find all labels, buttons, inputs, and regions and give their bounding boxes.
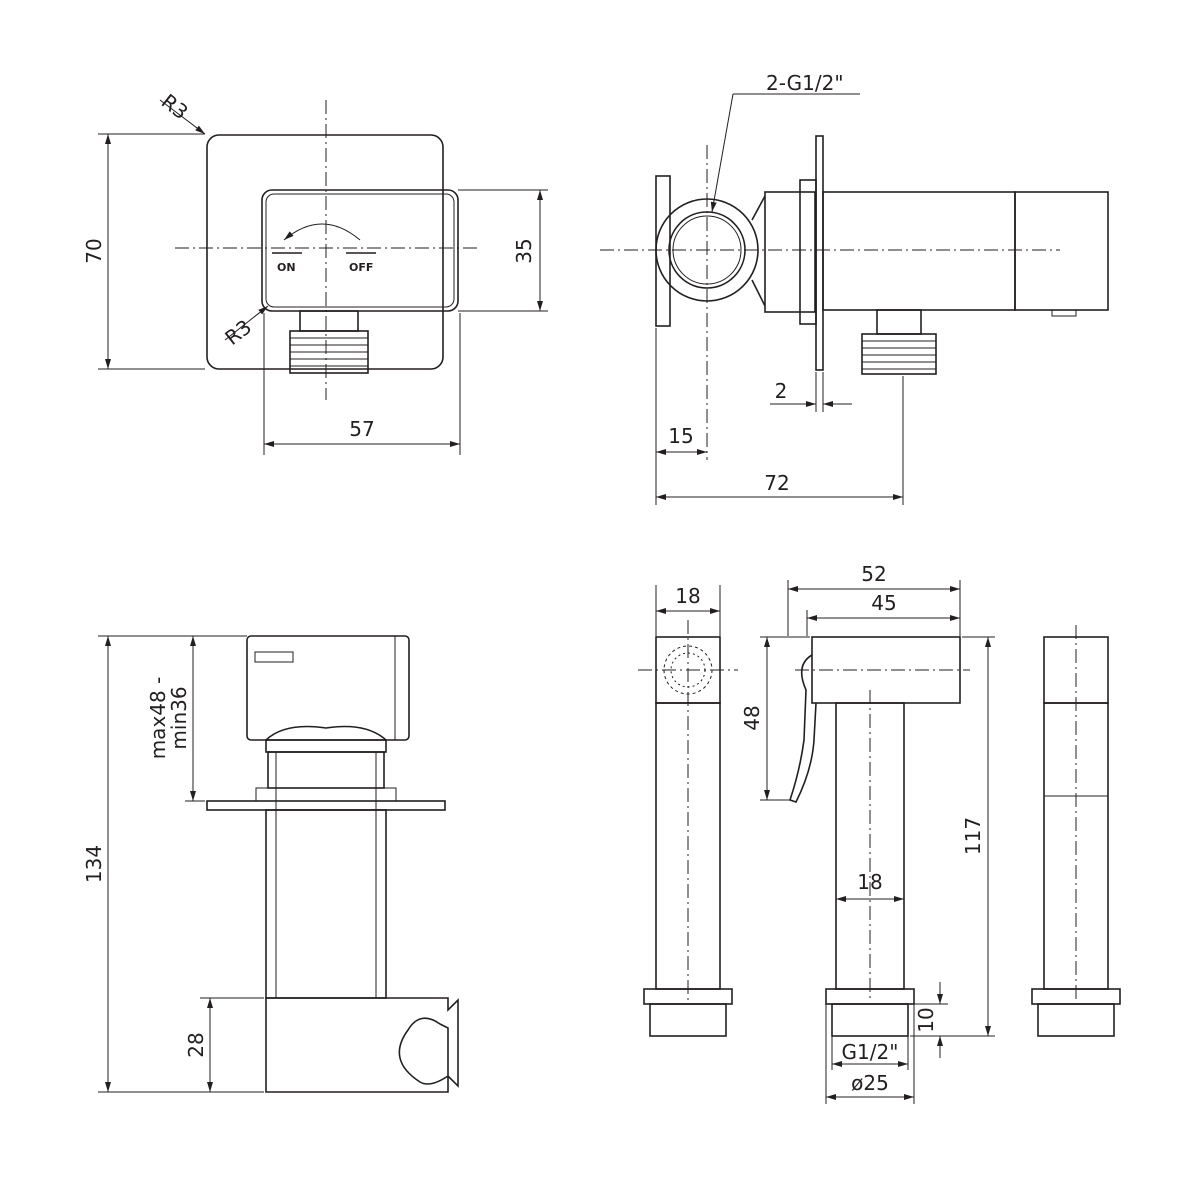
spray-nozzle-icon (663, 645, 713, 695)
length-72-label: 72 (764, 471, 789, 495)
lever-48-label: 48 (740, 705, 764, 730)
holder-bar (265, 809, 387, 999)
rotate-arrow-icon (283, 223, 361, 241)
width-57-label: 57 (349, 417, 374, 441)
front-view: ON OFF R3 R3 70 35 57 (82, 89, 548, 455)
holder-28-label: 28 (184, 1032, 208, 1057)
stem-18-label: 18 (857, 870, 882, 894)
handle-35-label: 35 (512, 238, 536, 263)
wall-plate-side (815, 135, 824, 371)
range-min-label: min36 (167, 686, 191, 749)
thread-g12-label: G1/2" (842, 1040, 899, 1064)
wall-plate (206, 134, 444, 370)
height-70-label: 70 (82, 238, 106, 263)
head-18-label: 18 (675, 584, 700, 608)
diameter-25-label: ø25 (851, 1071, 889, 1095)
inlet-flange (655, 175, 671, 327)
on-label: ON (277, 261, 296, 274)
sprayer-lever (788, 654, 817, 803)
total-134-label: 134 (82, 845, 106, 883)
sprayer-side-view: 52 45 48 18 117 10 G1/2" ø25 (740, 562, 995, 1104)
holder-view: 134 max48 - min36 28 (82, 635, 459, 1093)
thread-callout-label: 2-G1/2" (766, 71, 844, 95)
lever-handle (261, 189, 459, 312)
wall-plate-holder (206, 800, 446, 811)
handle-45-label: 45 (871, 591, 896, 615)
outlet-thread (289, 310, 369, 374)
inlet-connector (655, 198, 759, 302)
flange-2-label: 2 (775, 379, 788, 403)
radius-top-label: R3 (157, 89, 193, 124)
top-52-label: 52 (861, 562, 886, 586)
sprayer-head-view: 18 (638, 584, 738, 1037)
sprayer-back-view (1031, 625, 1121, 1037)
range-max-label: max48 - (146, 677, 170, 760)
sprayer-back-head (1043, 636, 1109, 704)
valve-body (764, 191, 816, 313)
thread-10-label: 10 (914, 1007, 938, 1032)
total-117-label: 117 (961, 817, 985, 855)
offset-15-label: 15 (668, 424, 693, 448)
side-view: 2-G1/2" 2 15 72 (600, 71, 1109, 505)
off-label: OFF (349, 261, 373, 274)
outlet-thread-side (861, 309, 937, 375)
handset-cradle (265, 997, 459, 1093)
